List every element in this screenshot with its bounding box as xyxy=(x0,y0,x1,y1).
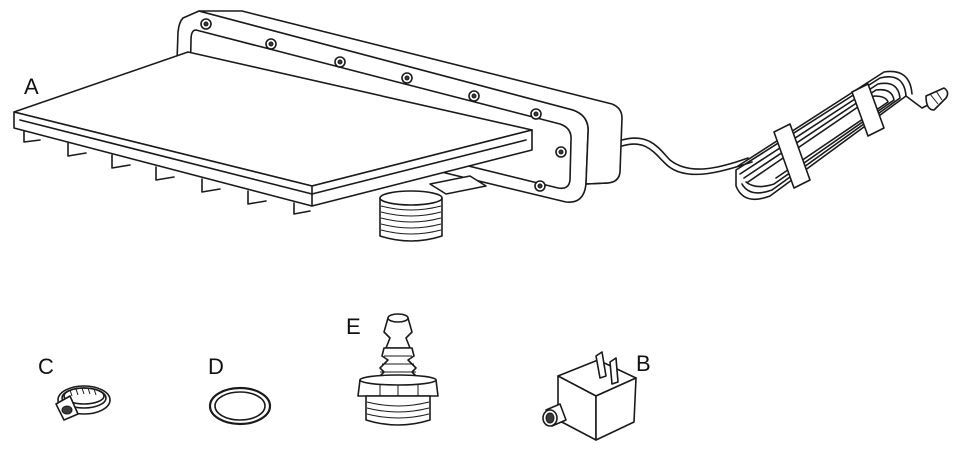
label-part-d: D xyxy=(208,354,224,379)
label-part-c: C xyxy=(38,354,54,379)
label-part-e: E xyxy=(346,314,361,339)
coiled-cord xyxy=(735,70,949,201)
power-adapter-part-b xyxy=(542,351,637,441)
spillway-part-a xyxy=(13,10,949,242)
outlet-threaded-nipple xyxy=(379,175,487,242)
spillway-rear-box xyxy=(198,10,623,185)
spillway-ribs xyxy=(23,130,311,215)
label-part-a: A xyxy=(24,74,39,99)
o-ring-part-d xyxy=(208,386,272,426)
hose-clamp-part-c xyxy=(55,385,111,421)
label-part-b: B xyxy=(636,351,651,376)
flange-screws xyxy=(200,18,567,192)
power-cord xyxy=(621,137,749,170)
barb-fitting-part-e xyxy=(357,313,439,426)
